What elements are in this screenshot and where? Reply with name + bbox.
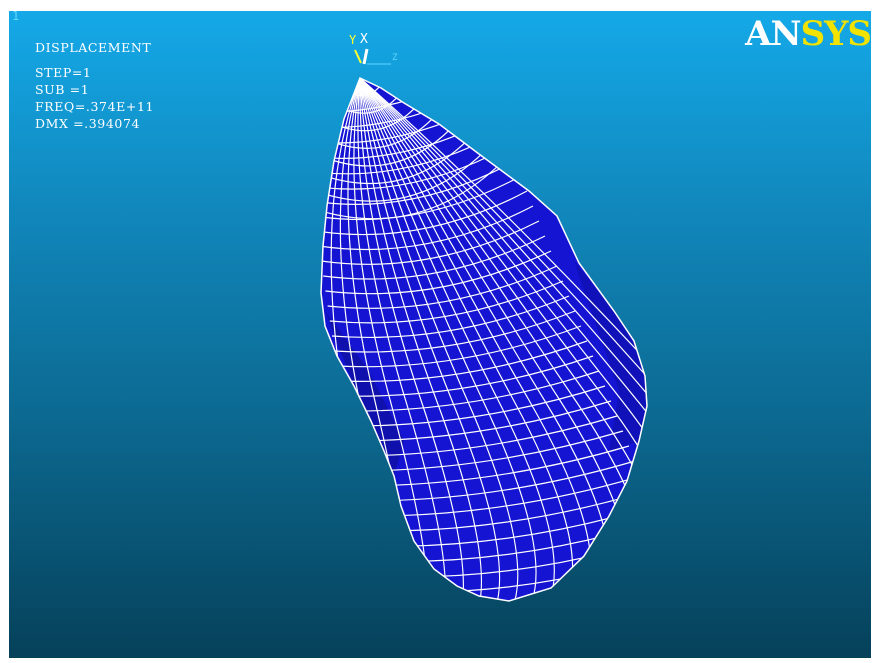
mesh-body	[320, 76, 648, 602]
logo-part-sys: SYS	[800, 14, 871, 54]
max-displacement-label: DMX =.394074	[35, 116, 141, 131]
result-info-panel: DISPLACEMENT STEP=1 SUB =1 FREQ=.374E+11…	[35, 39, 154, 132]
triad-axes-icon	[354, 48, 391, 65]
logo-part-an: AN	[745, 14, 801, 54]
frequency-label: FREQ=.374E+11	[35, 99, 155, 114]
triad-y-label: Y	[349, 33, 357, 47]
triad-x-label: X	[360, 32, 368, 47]
window-number: 1	[12, 9, 20, 23]
step-label: STEP=1	[35, 65, 92, 80]
graphics-viewport[interactable]: 1 DISPLACEMENT STEP=1 SUB =1 FREQ=.374E+…	[7, 9, 873, 660]
substep-label: SUB =1	[35, 82, 90, 97]
ansys-logo: ANSYS	[745, 14, 871, 54]
displaced-mesh-model[interactable]	[9, 11, 871, 658]
axis-triad: Y X Z	[347, 32, 407, 79]
triad-z-label: Z	[392, 53, 398, 63]
result-title: DISPLACEMENT	[35, 40, 152, 55]
